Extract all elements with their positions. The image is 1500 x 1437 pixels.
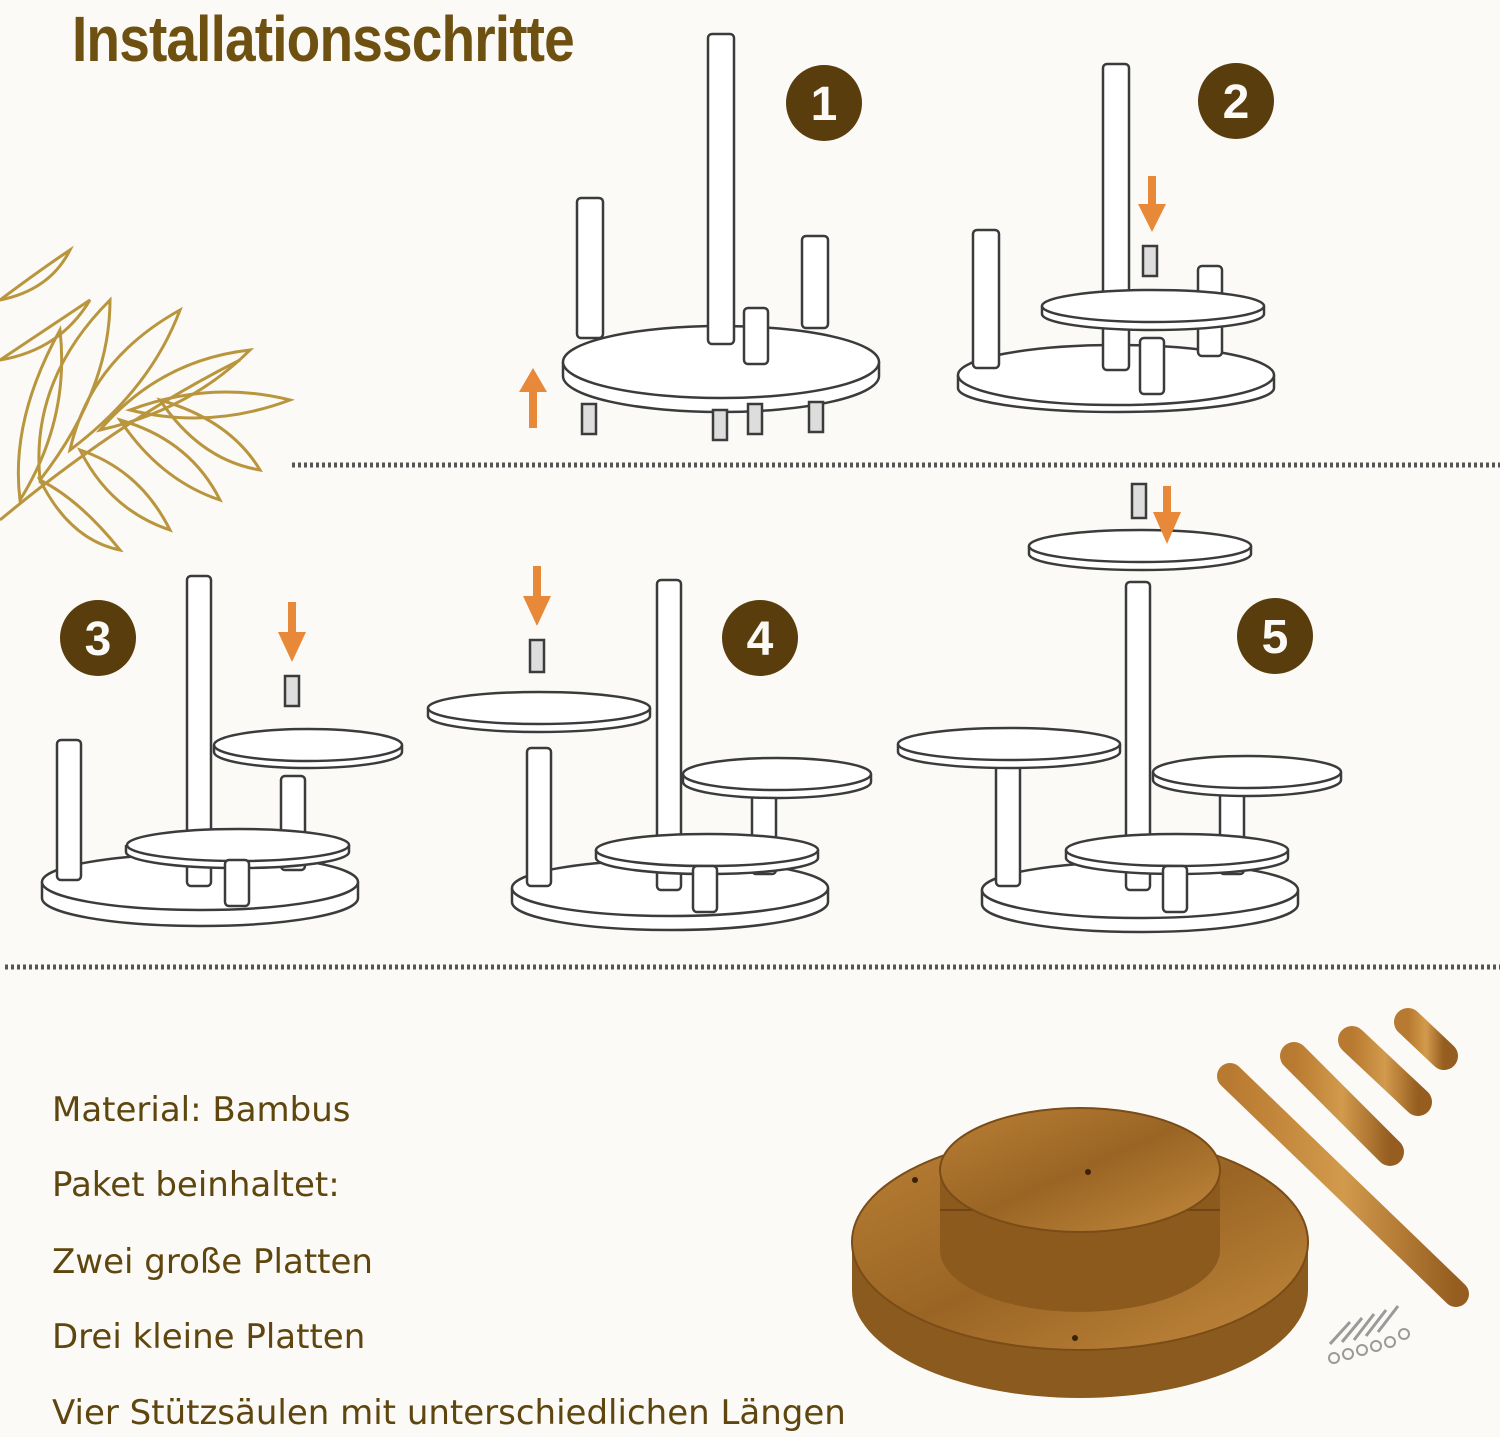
down-arrow-icon: [1153, 486, 1181, 544]
step-5-diagram: [896, 482, 1343, 934]
step-badge-4: 4: [722, 600, 798, 676]
step-badge-2: 2: [1198, 63, 1274, 139]
up-arrow-icon: [519, 368, 547, 428]
material-text: Material: Bambus: [52, 1090, 351, 1130]
step-badge-3: 3: [60, 600, 136, 676]
package-item: Vier Stützsäulen mit unterschiedlichen L…: [52, 1393, 846, 1433]
down-arrow-icon: [1138, 176, 1166, 232]
package-heading: Paket beinhaltet:: [52, 1165, 340, 1205]
package-item: Drei kleine Platten: [52, 1317, 366, 1357]
svg-text:5: 5: [1262, 611, 1289, 664]
page-title: Installationsschritte: [72, 3, 575, 75]
step-3-diagram: [40, 574, 404, 928]
svg-text:1: 1: [811, 78, 838, 131]
step-1-diagram: [561, 32, 881, 442]
down-arrow-icon: [278, 602, 306, 662]
svg-text:3: 3: [85, 613, 112, 666]
palm-leaf-icon: [0, 245, 296, 553]
step-badge-5: 5: [1237, 598, 1313, 674]
step-4-diagram: [426, 578, 873, 932]
product-photo: [851, 1008, 1469, 1398]
step-badge-1: 1: [786, 65, 862, 141]
svg-text:2: 2: [1223, 76, 1250, 129]
down-arrow-icon: [523, 566, 551, 626]
svg-text:4: 4: [747, 613, 774, 666]
step-2-diagram: [956, 62, 1276, 414]
package-item: Zwei große Platten: [52, 1242, 373, 1282]
